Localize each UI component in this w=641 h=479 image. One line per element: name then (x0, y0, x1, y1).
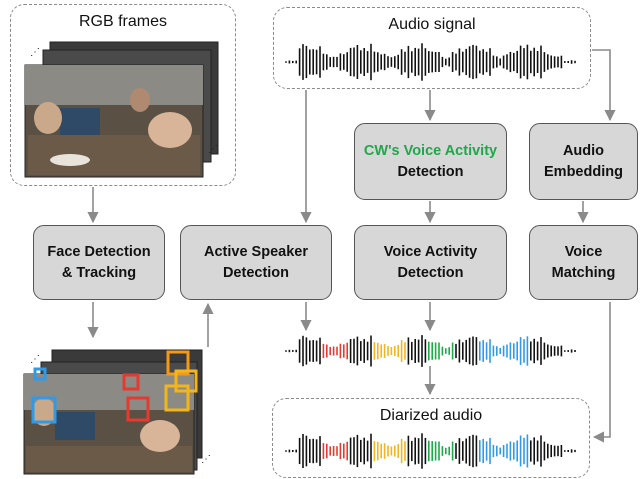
audio-signal-container (273, 7, 591, 89)
colored-waveform (285, 335, 576, 367)
rgb-frame-stack: ⋰ ⋰ (24, 41, 219, 178)
ellipsis-icon: ⋰ (30, 354, 40, 365)
ellipsis-icon: ⋰ (208, 144, 218, 155)
audio-embedding-line2: Embedding (544, 163, 623, 180)
face-box-blue-back (33, 367, 47, 381)
active-speaker-line2: Detection (222, 264, 290, 281)
face-detection-line1: Face Detection (47, 243, 151, 260)
face-box-blue (31, 396, 57, 424)
audio-signal-title: Audio signal (388, 16, 476, 33)
face-box-orange-1 (166, 350, 190, 376)
arrow-matching-to-diarized (592, 302, 611, 443)
annotated-frame-stack: ⋰ ⋰ (23, 349, 211, 475)
cw-vad-line1: CW's Voice Activity (363, 142, 498, 159)
face-detection-line2: & Tracking (61, 264, 137, 281)
cw-vad-line2: Detection (397, 163, 464, 180)
face-box-red (126, 396, 150, 422)
active-speaker-detection-box: Active Speaker Detection (180, 225, 332, 300)
diarized-audio-title: Diarized audio (379, 407, 483, 424)
face-box-red-back (122, 373, 140, 391)
audio-embedding-line1: Audio (562, 142, 605, 159)
voice-matching-line2: Matching (551, 264, 616, 281)
vad-line2: Detection (397, 264, 464, 281)
voice-activity-detection-box: Voice Activity Detection (354, 225, 507, 300)
rgb-frames-title: RGB frames (78, 13, 167, 30)
cw-voice-activity-detection-box: CW's Voice Activity Detection (354, 123, 507, 200)
diarized-waveform (285, 433, 576, 469)
voice-matching-box: Voice Matching (529, 225, 638, 300)
vad-line1: Voice Activity (383, 243, 478, 260)
audio-embedding-box: Audio Embedding (529, 123, 638, 200)
connector-arrows (87, 49, 616, 443)
face-detection-tracking-box: Face Detection & Tracking (33, 225, 165, 300)
diarized-audio-container (272, 398, 590, 478)
arrow-audio-to-embedding (592, 49, 616, 122)
face-box-orange-3 (164, 384, 190, 412)
face-box-orange-2 (174, 369, 198, 393)
ellipsis-icon: ⋰ (30, 47, 40, 58)
ellipsis-icon: ⋰ (201, 454, 211, 465)
active-speaker-line1: Active Speaker (204, 243, 308, 260)
audio-signal-waveform (285, 43, 576, 81)
voice-matching-line1: Voice (564, 243, 603, 260)
